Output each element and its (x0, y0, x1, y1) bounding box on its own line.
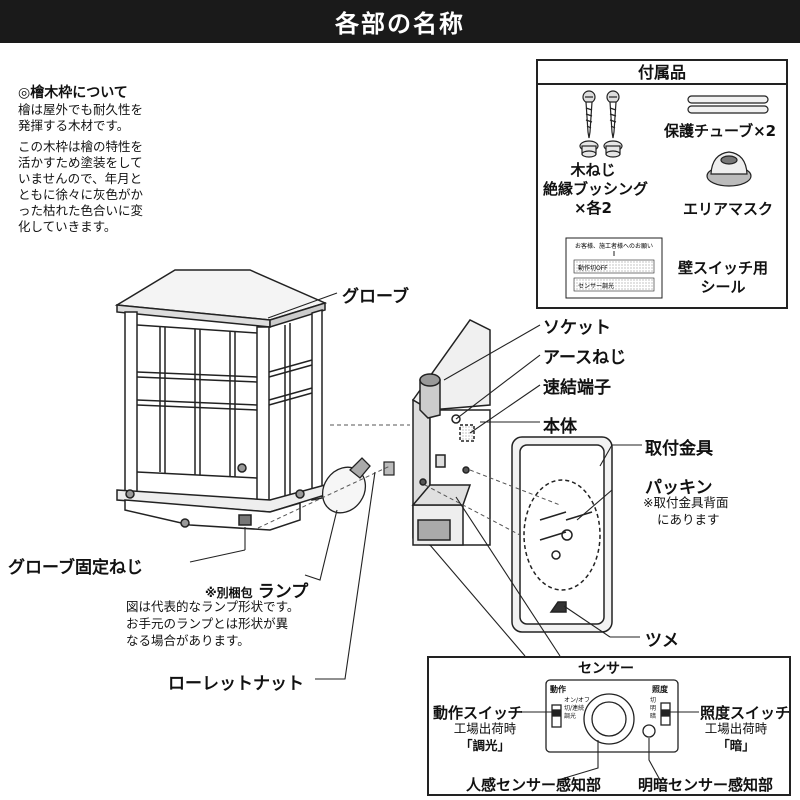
packing-note-line: ※取付金具背面 (643, 495, 729, 510)
seal-label: 壁スイッチ用 シール (668, 259, 778, 297)
globe-label: グローブ (342, 287, 409, 307)
motion-sensor-label: 人感センサー感知部 (466, 776, 602, 794)
motion-default-line: 工場出荷時 (453, 721, 517, 736)
wood-note-line: 活かすため塗装をして (18, 155, 143, 170)
knurled-nut (383, 461, 395, 476)
packing-note: ※取付金具背面 にあります (643, 494, 728, 528)
panel-light-option: 暗 (650, 713, 657, 720)
area-mask-label: エリアマスク (683, 200, 774, 218)
lamp-name: ランプ (257, 582, 309, 602)
sensor-box (427, 656, 791, 796)
wall-switch-seal-icon: お客様、施工者様へのお願い 動作切OFF センサー調光 (565, 237, 663, 299)
wood-note-paragraph-1: 檜は屋外でも耐久性を 発揮する木材です。 (18, 102, 178, 134)
knurled-nut-label: ローレットナット (168, 674, 304, 694)
assembly-guides (257, 424, 561, 536)
terminal-label: 速結端子 (543, 378, 611, 398)
wood-note-body: 檜は屋外でも耐久性を 発揮する木材です。 この木枠は檜の特性を 活かすため塗装を… (18, 102, 178, 240)
sensor-leaders (508, 711, 699, 781)
area-mask-icon (706, 151, 752, 187)
leader-lines (189, 292, 642, 680)
lamp-note: 図は代表的なランプ形状です。 お手元のランプとは形状が異 なる場合があります。 (126, 598, 299, 649)
light-sensor-label: 明暗センサー感知部 (638, 776, 774, 794)
mounting-bracket (511, 436, 613, 633)
wood-note-line: ともに徐々に灰色がか (18, 187, 144, 202)
seal-row-1: 動作切OFF (578, 264, 608, 272)
protective-tube-icon (687, 95, 769, 114)
light-default-line: 「暗」 (717, 738, 755, 753)
globe-lantern (114, 269, 328, 531)
panel-motion-option: 調光 (564, 713, 577, 720)
screw-label-line: 木ねじ (570, 161, 616, 179)
socket-label: ソケット (543, 318, 611, 338)
lamp-bulb (321, 457, 371, 514)
wood-note-line: この木枠は檜の特性を (18, 139, 144, 154)
seal-label-line: シール (700, 278, 746, 296)
wood-note-paragraph-2: この木枠は檜の特性を 活かすため塗装をして いませんので、年月と ともに徐々に灰… (18, 139, 178, 235)
panel-light-options: 切 明 暗 (650, 697, 656, 721)
wood-screw-icon (582, 90, 620, 139)
bracket-label: 取付金具 (645, 439, 713, 459)
motion-switch-label: 動作スイッチ (433, 704, 524, 722)
motion-default-note: 工場出荷時 「調光」 (445, 720, 525, 754)
panel-motion-title: 動作 (550, 685, 566, 694)
panel-light-option: 明 (650, 705, 657, 712)
screw-label-line: 絶縁ブッシング (543, 180, 649, 198)
wood-note-line: いませんので、年月と (18, 171, 143, 186)
lamp-prefix: ※別梱包 (205, 586, 253, 600)
wood-note-line: った枯れた色合いに変 (18, 203, 144, 218)
sensor-title: センサー (578, 661, 634, 677)
tube-label: 保護チューブ×2 (664, 122, 777, 140)
panel-motion-options: オン/オフ 切/連続 調光 (564, 697, 590, 721)
seal-label-line: 壁スイッチ用 (677, 259, 768, 277)
claw-label: ツメ (645, 631, 679, 651)
accessories-title: 付属品 (536, 59, 788, 85)
seal-row-2: センサー調光 (578, 282, 614, 290)
earth-screw-label: アースねじ (543, 348, 627, 368)
lamp-label: ※別梱包 ランプ (205, 577, 308, 602)
accessories-box (536, 59, 788, 309)
screw-label-line: ×各2 (573, 199, 612, 217)
screw-bushing-label: 木ねじ 絶縁ブッシング ×各2 (543, 161, 648, 218)
panel-light-title: 照度 (652, 685, 668, 694)
wood-note-line: 発揮する木材です。 (18, 118, 130, 133)
light-default-note: 工場出荷時 「暗」 (696, 720, 776, 754)
lamp-note-line: 図は代表的なランプ形状です。 (126, 599, 300, 614)
packing-note-line: にあります (657, 512, 720, 527)
wood-note-line: 檜は屋外でも耐久性を (18, 102, 144, 117)
seal-heading: お客様、施工者様へのお願い (575, 242, 653, 250)
sensor-panel (545, 679, 679, 753)
body-label: 本体 (543, 417, 577, 437)
lamp-note-line: お手元のランプとは形状が異 (126, 616, 289, 631)
globe-screw-label: グローブ固定ねじ (8, 558, 143, 578)
main-body (411, 319, 491, 547)
wood-note-title: ◎檜木枠について (18, 85, 128, 101)
lamp-note-line: なる場合があります。 (126, 633, 250, 648)
page-title: 各部の名称 (0, 0, 800, 43)
panel-light-option: 切 (650, 697, 657, 704)
motion-default-line: 「調光」 (459, 738, 510, 753)
panel-motion-option: オン/オフ (564, 697, 591, 704)
packing-label: パッキン (645, 478, 713, 498)
panel-motion-option: 切/連続 (564, 705, 585, 712)
light-default-line: 工場出荷時 (704, 721, 768, 736)
wood-note-line: 化していきます。 (18, 219, 117, 234)
insulating-bushing-icon (579, 140, 623, 158)
light-switch-label: 照度スイッチ (700, 704, 791, 722)
